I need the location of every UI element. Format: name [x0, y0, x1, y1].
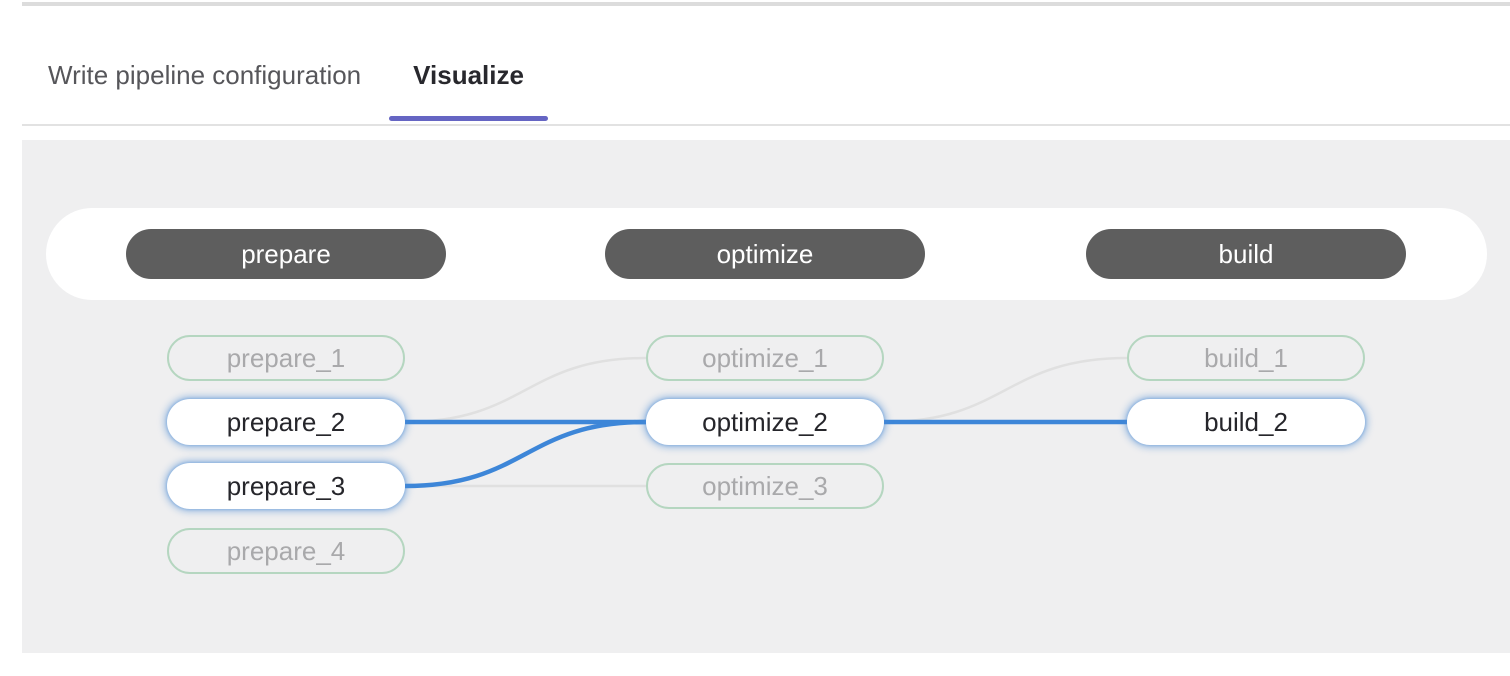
tab-write-pipeline-configuration[interactable]: Write pipeline configuration: [48, 60, 362, 90]
pipeline-links-layer: [404, 356, 1128, 489]
link-prepare_3-optimize_2: [404, 419, 647, 489]
link-prepare_2-optimize_1: [404, 356, 647, 424]
job-node-optimize_3[interactable]: optimize_3: [646, 463, 884, 509]
stage-label-prepare: prepare: [126, 229, 446, 279]
job-node-prepare_4[interactable]: prepare_4: [167, 528, 405, 574]
tab-bar: Write pipeline configuration Visualize: [22, 37, 550, 121]
job-node-optimize_2[interactable]: optimize_2: [646, 399, 884, 445]
job-node-prepare_1[interactable]: prepare_1: [167, 335, 405, 381]
stage-label-optimize: optimize: [605, 229, 925, 279]
job-node-prepare_3[interactable]: prepare_3: [167, 463, 405, 509]
job-node-build_2[interactable]: build_2: [1127, 399, 1365, 445]
stages-header-bar: prepare optimize build: [46, 208, 1487, 300]
tab-bar-divider: [22, 124, 1510, 126]
link-optimize_2-build_1: [883, 356, 1128, 424]
tab-visualize[interactable]: Visualize: [387, 37, 550, 121]
top-divider: [22, 2, 1510, 6]
job-node-build_1[interactable]: build_1: [1127, 335, 1365, 381]
job-node-optimize_1[interactable]: optimize_1: [646, 335, 884, 381]
stage-label-build: build: [1086, 229, 1406, 279]
job-node-prepare_2[interactable]: prepare_2: [167, 399, 405, 445]
